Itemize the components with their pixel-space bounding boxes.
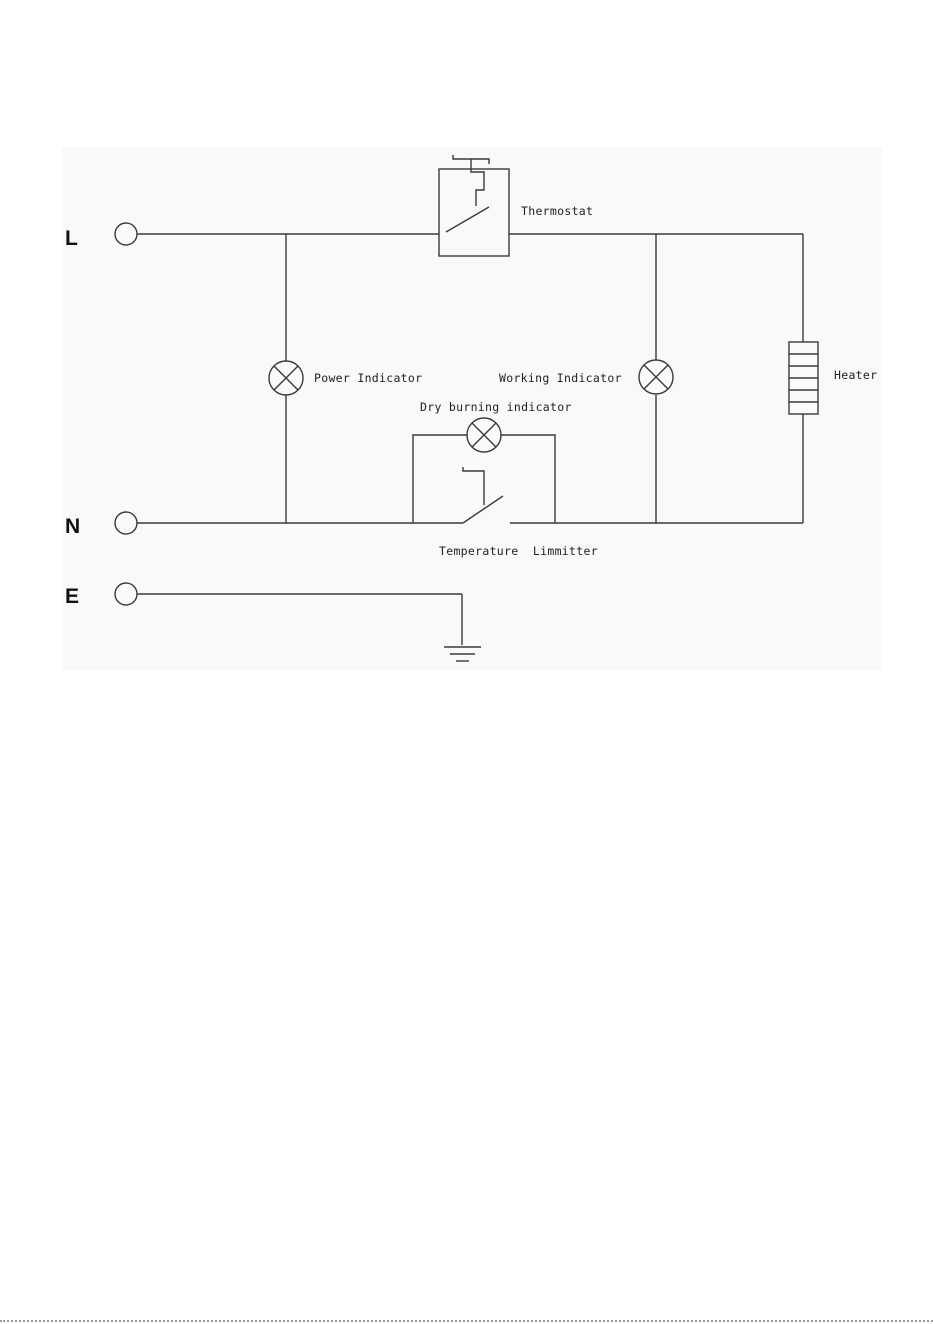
terminal-e-label: E — [65, 585, 79, 608]
terminal-n-circle — [115, 512, 137, 534]
dry-burning-indicator-label: Dry burning indicator — [420, 400, 572, 414]
working-indicator-label: Working Indicator — [499, 371, 622, 385]
heater-label: Heater — [834, 368, 877, 382]
terminal-n-label: N — [65, 515, 80, 538]
temperature-limiter-label: Temperature Limmitter — [439, 544, 598, 558]
dry-burning-indicator-lamp-icon — [467, 418, 501, 452]
heater-element-icon — [789, 342, 818, 414]
power-indicator-lamp-icon — [269, 361, 303, 395]
terminal-l-circle — [115, 223, 137, 245]
page-bottom-edge — [0, 1320, 933, 1324]
working-indicator-lamp-icon — [639, 360, 673, 394]
terminal-e-circle — [115, 583, 137, 605]
power-indicator-label: Power Indicator — [314, 371, 422, 385]
thermostat-label: Thermostat — [521, 204, 593, 218]
terminal-l-label: L — [65, 227, 78, 250]
